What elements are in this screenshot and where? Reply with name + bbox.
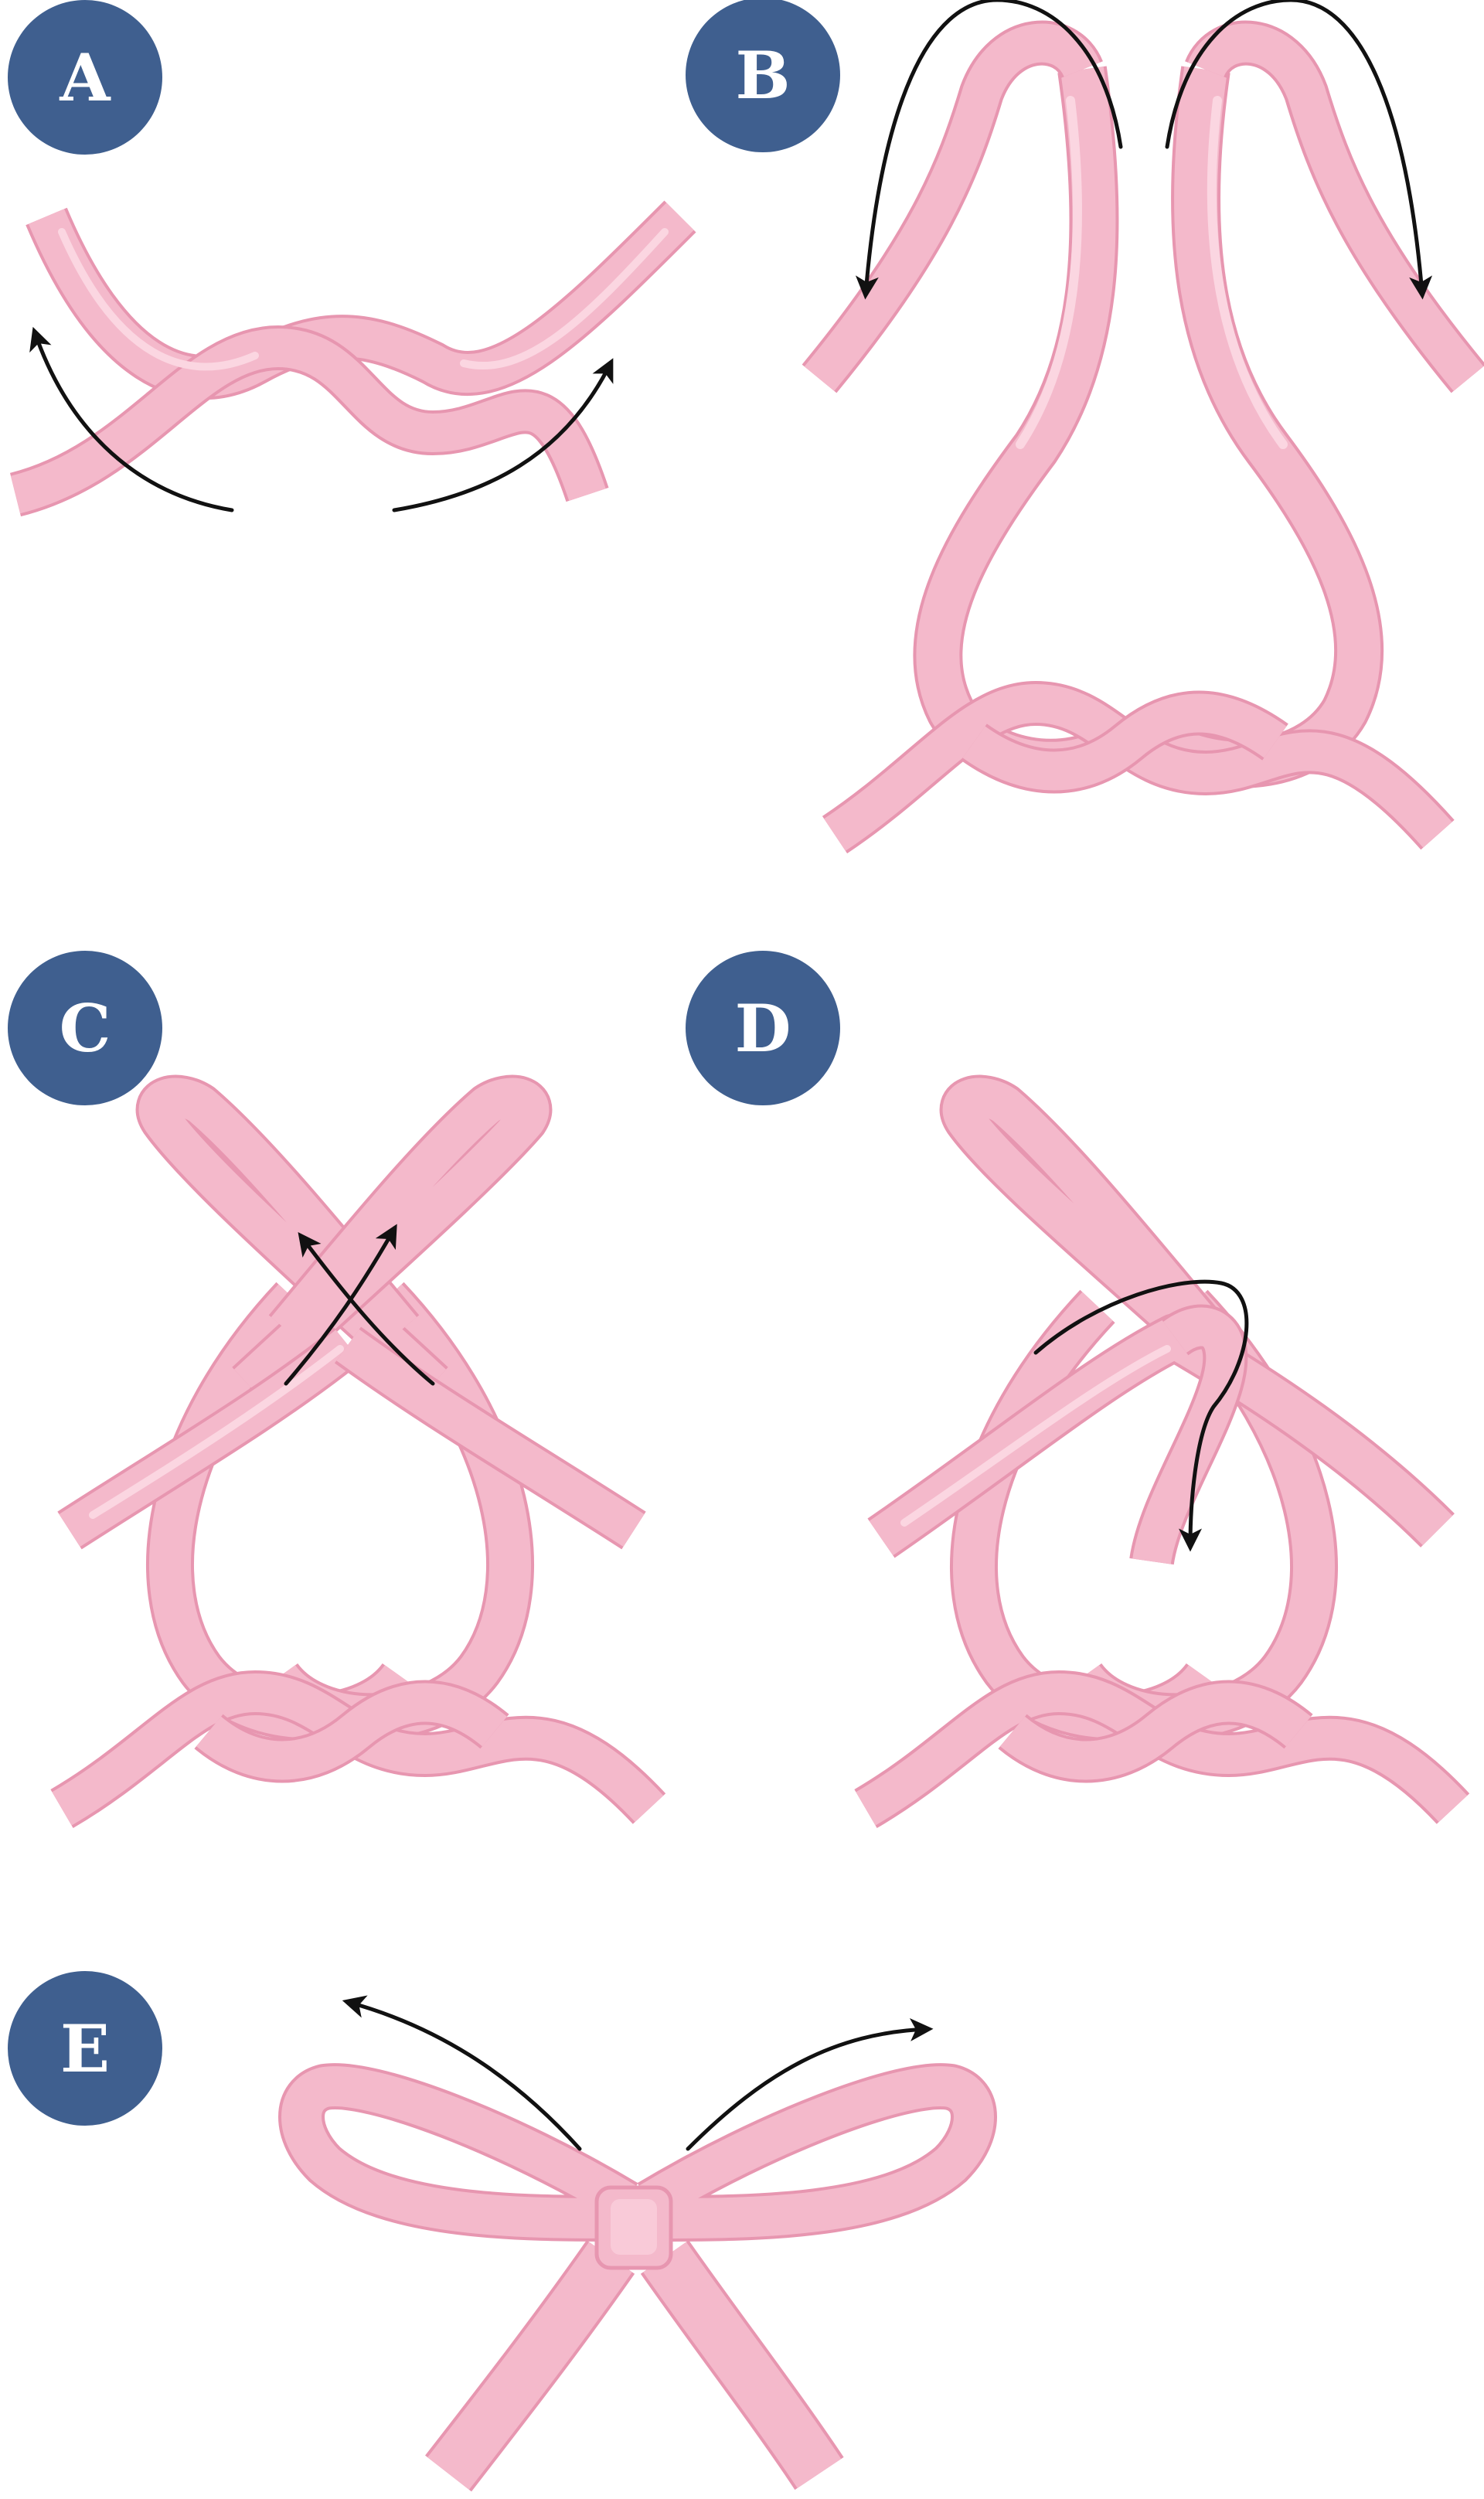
step-e: E <box>8 1971 974 2473</box>
ribbon-crossed-loops-icon <box>62 1098 649 1809</box>
ribbon-twist-icon <box>15 216 680 495</box>
step-d-badge: D <box>686 951 840 1105</box>
step-c: C <box>8 951 649 1809</box>
step-e-label: E <box>60 2010 110 2087</box>
step-c-label: C <box>60 990 111 1067</box>
finished-bow-icon <box>301 2086 974 2473</box>
step-d: D <box>686 951 1453 1809</box>
ribbon-wrapped-loop-icon <box>866 1098 1453 1809</box>
step-a-label: A <box>59 39 111 116</box>
ribbon-folded-ends-icon <box>819 43 1469 835</box>
step-b-badge: B <box>686 0 840 152</box>
step-d-label: D <box>735 990 791 1067</box>
step-c-badge: C <box>8 951 162 1105</box>
step-b-label: B <box>736 37 791 114</box>
step-a-badge: A <box>8 0 162 155</box>
step-e-badge: E <box>8 1971 162 2126</box>
step-b: B <box>686 0 1469 835</box>
step-a: A <box>8 0 680 510</box>
